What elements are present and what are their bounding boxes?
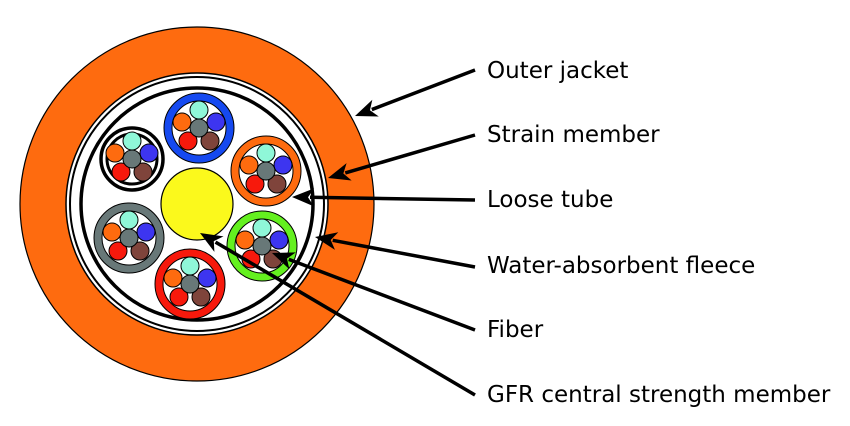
fiber-slate xyxy=(256,161,276,181)
fiber-red xyxy=(108,241,128,261)
fiber-red xyxy=(178,131,198,151)
arrow-water-absorbent-fleece xyxy=(315,232,476,269)
fiber-brown xyxy=(267,174,287,194)
loose-tube-slate xyxy=(93,202,165,274)
arrow-head xyxy=(315,232,339,250)
loose-tube-blue xyxy=(163,92,235,164)
fiber-orange xyxy=(163,268,183,288)
fiber-slate xyxy=(180,274,200,294)
arrow-shaft xyxy=(214,240,476,397)
loose-tube-orange xyxy=(230,135,302,207)
label-outer-jacket: Outer jacket xyxy=(487,58,628,84)
fiber-orange xyxy=(239,155,259,175)
fiber-red xyxy=(111,162,131,182)
fiber-blue xyxy=(273,155,293,175)
arrow-shaft xyxy=(309,195,476,202)
fiber-brown xyxy=(200,131,220,151)
loose-tube-green xyxy=(226,210,298,282)
arrow-head xyxy=(328,163,352,181)
callout-arrows-group xyxy=(200,68,476,397)
arrow-shaft xyxy=(332,238,476,269)
fiber-blue xyxy=(197,268,217,288)
arrow-fiber xyxy=(272,252,476,332)
strain-member xyxy=(69,76,325,332)
arrow-head xyxy=(355,99,379,117)
fiber-blue xyxy=(269,230,289,250)
fiber-orange xyxy=(105,143,125,163)
arrow-head xyxy=(200,233,224,252)
gfr-central-strength-member xyxy=(160,167,234,241)
fiber-brown xyxy=(133,162,153,182)
fiber-aqua xyxy=(256,143,276,163)
fiber-blue xyxy=(206,112,226,132)
fiber-orange xyxy=(172,112,192,132)
arrow-outer-jacket xyxy=(355,68,476,117)
label-water-absorbent-fleece: Water-absorbent fleece xyxy=(487,253,755,279)
loose-tube-red xyxy=(154,248,226,320)
fiber-aqua xyxy=(252,218,272,238)
fiber-brown xyxy=(130,241,150,261)
fiber-aqua xyxy=(122,131,142,151)
fiber-red xyxy=(245,174,265,194)
fiber-aqua xyxy=(189,100,209,120)
fiber-slate xyxy=(189,118,209,138)
arrow-head xyxy=(272,252,296,270)
label-loose-tube: Loose tube xyxy=(487,187,613,213)
loose-tube-black xyxy=(99,126,165,192)
fiber-slate xyxy=(122,149,142,169)
arrow-loose-tube xyxy=(292,188,476,207)
label-fiber: Fiber xyxy=(487,317,544,343)
label-gfr-central-strength-member: GFR central strength member xyxy=(487,382,831,408)
fiber-brown xyxy=(191,287,211,307)
fiber-aqua xyxy=(119,210,139,230)
fiber-blue xyxy=(139,143,159,163)
fiber-orange xyxy=(235,230,255,250)
label-strain-member: Strain member xyxy=(487,122,660,148)
arrow-shaft xyxy=(288,257,476,332)
arrow-gfr-central-strength-member xyxy=(200,233,476,397)
arrow-strain-member xyxy=(328,133,476,181)
fiber-aqua xyxy=(180,256,200,276)
fiber-slate xyxy=(119,228,139,248)
arrow-head xyxy=(292,188,315,207)
fiber-slate xyxy=(252,236,272,256)
fiber-red xyxy=(169,287,189,307)
fiber-orange xyxy=(102,222,122,242)
loose-tubes-group xyxy=(93,92,302,320)
fiber-blue xyxy=(136,222,156,242)
arrow-shaft xyxy=(371,68,476,112)
arrow-shaft xyxy=(344,133,476,175)
